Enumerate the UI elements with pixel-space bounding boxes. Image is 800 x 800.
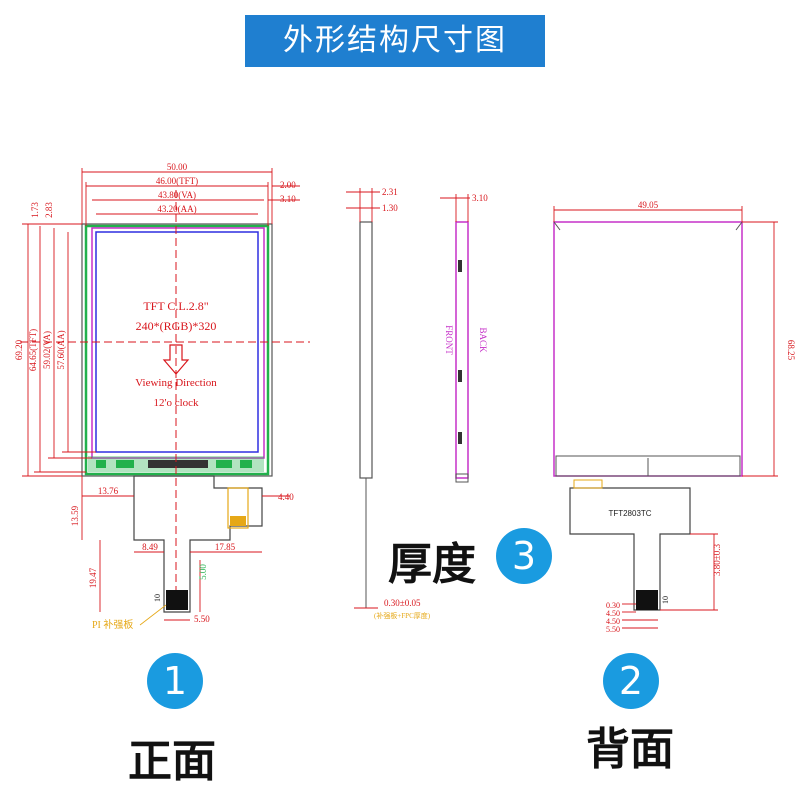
back-fpc-label: TFT2803TC: [608, 509, 651, 518]
pad-mark: [216, 460, 232, 468]
dim-height-aa: 57.60(AA): [56, 330, 66, 369]
front-pi-stiffener: [166, 590, 188, 610]
screen-text-line2: 240*(RGB)*320: [136, 319, 217, 333]
dim-back-d: 5.50: [606, 625, 620, 634]
dim-fpc-right: 4.40: [278, 492, 294, 502]
dim-side-top-2: 1.30: [382, 203, 398, 213]
front-gold-fingers: [230, 516, 246, 526]
dim-back-width: 49.05: [638, 200, 659, 210]
screen-text-line1: TFT C.L.2.8": [143, 299, 208, 313]
ic-strip: [148, 460, 208, 468]
dim-tail-left: 8.49: [142, 542, 158, 552]
side-tab: [458, 370, 462, 382]
thickness-note: (补强板+FPC厚度): [374, 611, 431, 620]
side-back-foot: [455, 473, 469, 483]
stiffener-label: PI 补强板: [92, 618, 133, 631]
page-title: 外形结构尺寸图: [283, 23, 507, 58]
dim-left-1: 1.73: [30, 202, 40, 218]
thickness-badge: 3: [496, 528, 552, 584]
pad-mark: [240, 460, 252, 468]
dim-offset-right-1: 2.00: [280, 180, 296, 190]
thickness-label-title: 厚度: [388, 539, 476, 590]
dim-back-tail-h: 3.80±0.3: [712, 544, 722, 576]
front-top-dimensions: [81, 168, 300, 226]
dim-side-top-1: 2.31: [382, 187, 398, 197]
dim-height-total: 69.20: [14, 339, 24, 360]
stiffener-leader: [139, 604, 167, 626]
back-pi-stiffener: [636, 590, 658, 610]
back-label: BACK: [478, 327, 488, 353]
front-contact-pads: [227, 487, 249, 529]
front-left-dimensions: [22, 223, 96, 477]
dim-pitch: 5.50: [194, 614, 210, 624]
dim-width-aa: 43.20(AA): [157, 204, 196, 214]
pad-mark: [116, 460, 134, 468]
dim-height-tft: 64.65(TFT): [28, 329, 38, 371]
side-front-body: [359, 221, 373, 479]
back-outline: [553, 221, 743, 477]
dim-height-va: 59.02(VA): [42, 331, 52, 369]
dim-width-tft: 46.00(TFT): [156, 176, 198, 186]
dim-tail-right: 17.85: [215, 542, 236, 552]
dim-width-va: 43.80(VA): [158, 190, 196, 200]
dim-width-total: 50.00: [167, 162, 188, 172]
side-tab: [458, 432, 462, 444]
clock-text: 12'o clock: [153, 397, 199, 409]
front-view: TFT C.L.2.8" 240*(RGB)*320 Viewing Direc…: [14, 162, 310, 631]
back-badge: 2: [603, 653, 659, 709]
dim-pin: 10: [153, 594, 162, 602]
side-tab: [458, 260, 462, 272]
dim-offset-right-2: 3.10: [280, 194, 296, 204]
dim-back-height: 68.25: [786, 340, 796, 361]
side-back-body: [455, 221, 469, 479]
back-gold-pads: [573, 479, 603, 489]
back-view: TFT2803TC 49.05 68.25 3.80±0.3 10 0.30: [553, 200, 796, 634]
side-dimensions: [346, 188, 470, 609]
viewing-direction-text: Viewing Direction: [135, 377, 217, 389]
back-fpc-outline: [569, 487, 691, 611]
front-tft-outline: [84, 224, 270, 476]
back-corner-marks: [553, 221, 743, 231]
dim-back-b: 4.50: [606, 609, 620, 618]
dim-left-2: 2.83: [44, 202, 54, 218]
dim-back-c: 4.50: [606, 617, 620, 626]
dim-back-a: 0.30: [606, 601, 620, 610]
dim-back-top: 3.10: [472, 193, 488, 203]
front-module-outline: [81, 223, 273, 477]
dim-fpc-left: 13.76: [98, 486, 119, 496]
back-label-title: 背面: [586, 724, 674, 775]
dim-fpc-height: 13.59: [70, 505, 80, 526]
front-fpc-outline: [133, 475, 263, 613]
front-label: FRONT: [444, 325, 454, 355]
dim-thickness: 0.30±0.05: [384, 598, 421, 608]
front-label-title: 正面: [128, 736, 216, 787]
pad-mark: [96, 460, 106, 468]
side-view: 2.31 1.30 3.10 FRONT BACK 0.30±0.05 (补强板…: [346, 187, 488, 620]
dim-tail-len: 19.47: [88, 567, 98, 588]
viewing-direction-arrow-icon: [162, 344, 190, 375]
dim-tail-w: 5.00: [198, 564, 208, 580]
back-dimensions: [553, 206, 778, 629]
front-va-outline: [91, 227, 265, 459]
header-banner: [245, 15, 545, 67]
front-fpc-dimensions: [81, 476, 290, 621]
front-badge: 1: [147, 653, 203, 709]
dim-back-pin: 10: [661, 596, 670, 604]
